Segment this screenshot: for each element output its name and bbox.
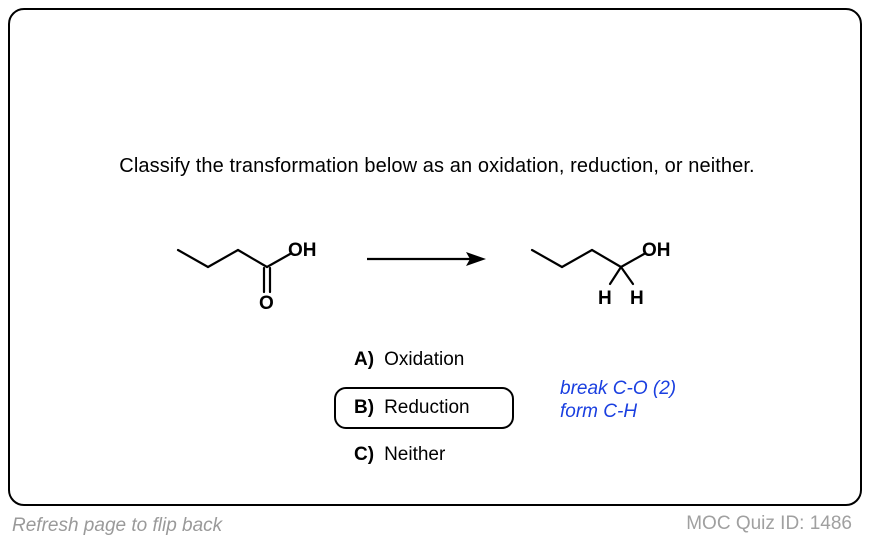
- quiz-id: MOC Quiz ID: 1486: [686, 513, 852, 534]
- option-a-letter: A): [354, 349, 375, 370]
- explanation-note: break C-O (2): [560, 378, 677, 399]
- reactant-bond: [176, 248, 210, 269]
- option-a[interactable]: A) Oxidation: [354, 349, 464, 371]
- product-ch-bond: [619, 265, 635, 286]
- option-c[interactable]: C) Neither: [354, 444, 445, 466]
- option-a-label: Oxidation: [384, 349, 465, 370]
- reactant-bond: [206, 248, 240, 269]
- product-bond: [530, 248, 564, 269]
- option-b[interactable]: B) Reduction: [354, 397, 470, 419]
- product-bond: [619, 252, 646, 269]
- reaction-arrow: [367, 252, 486, 266]
- product-ch-bond: [608, 265, 623, 286]
- flip-back-hint: Refresh page to flip back: [12, 515, 223, 536]
- product-bond: [590, 248, 623, 269]
- product-structure: [530, 248, 646, 286]
- reactant-bond: [236, 248, 269, 269]
- reactant-oh-label: OH: [288, 240, 317, 261]
- option-b-letter: B): [354, 397, 375, 418]
- product-bond: [560, 248, 594, 269]
- option-c-label: Neither: [384, 444, 446, 465]
- product-h-label: H: [630, 288, 644, 309]
- reactant-structure: [176, 248, 292, 294]
- selected-answer-outline: [334, 387, 514, 429]
- product-h-label: H: [598, 288, 612, 309]
- reactant-bond: [265, 252, 292, 269]
- option-b-label: Reduction: [384, 397, 470, 418]
- explanation-note: form C-H: [560, 401, 638, 422]
- quiz-card[interactable]: [8, 8, 862, 506]
- question-text: Classify the transformation below as an …: [119, 155, 755, 177]
- reactant-o-label: O: [259, 293, 274, 314]
- product-oh-label: OH: [642, 240, 671, 261]
- option-c-letter: C): [354, 444, 375, 465]
